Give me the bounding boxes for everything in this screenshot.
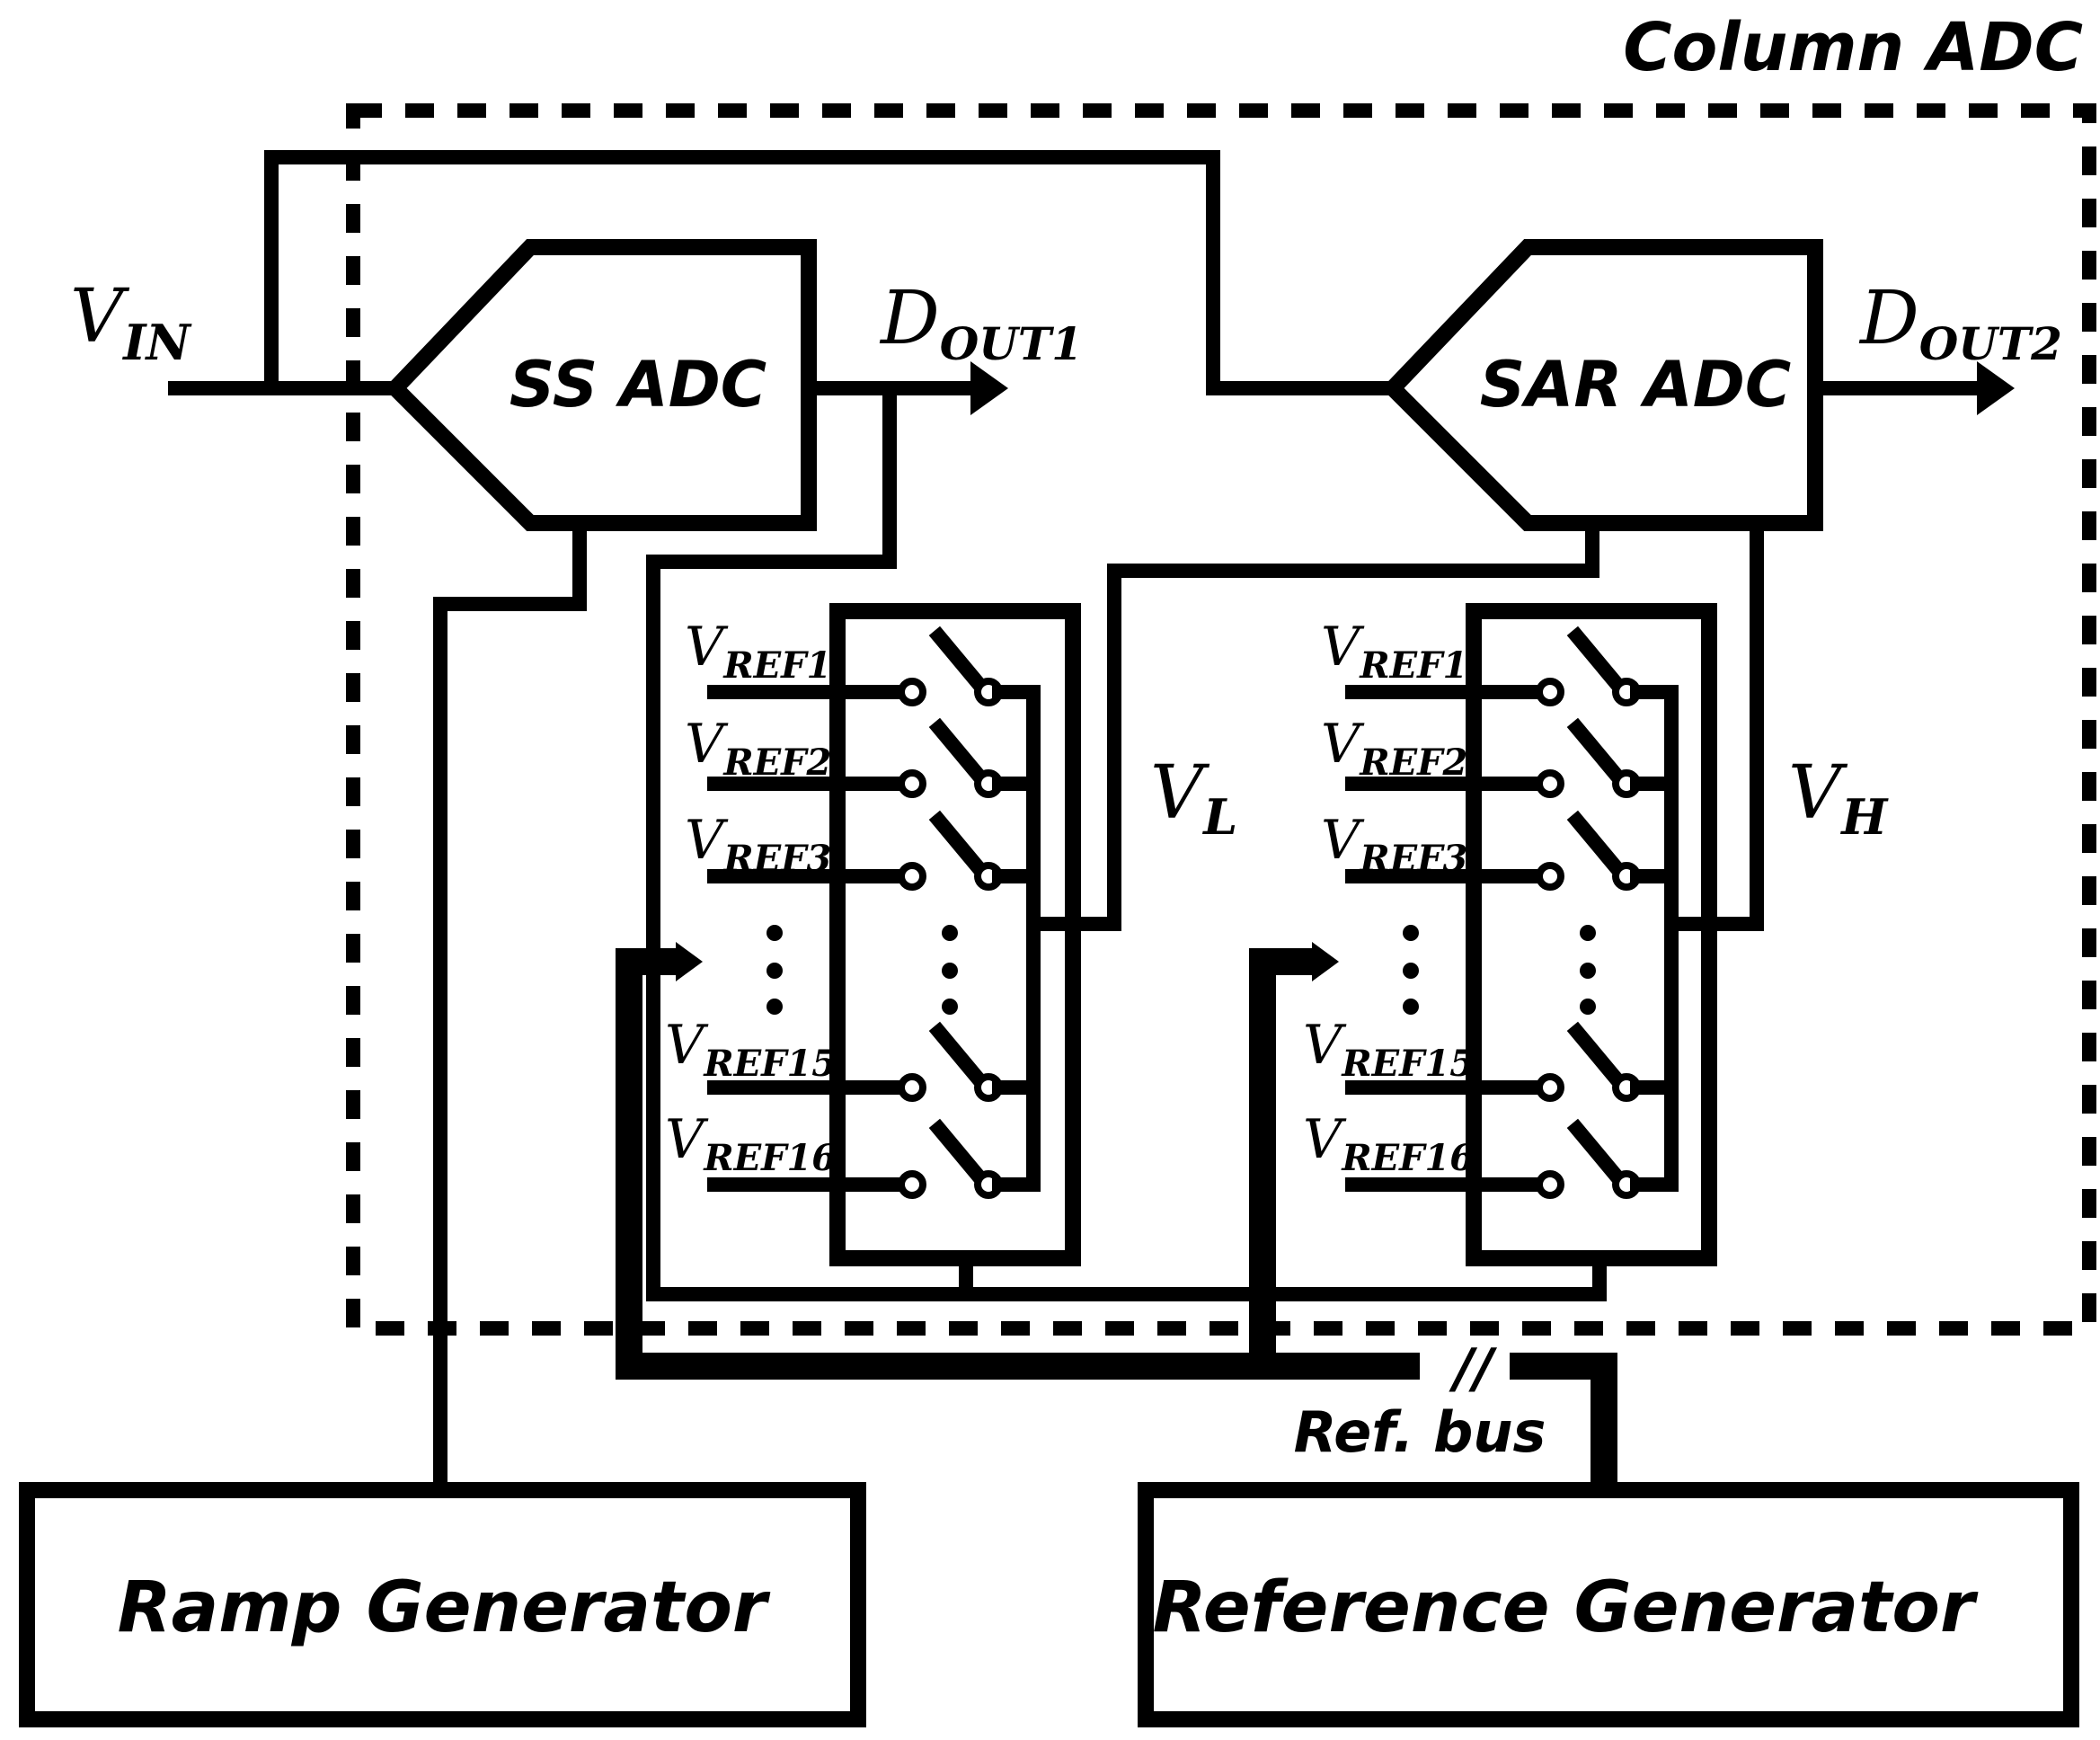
dout1-label: DOUT1 xyxy=(879,276,1083,370)
ref-bus-label: Ref. bus xyxy=(1294,1399,1546,1465)
right-mux-box xyxy=(1466,603,1717,1266)
ref-bus-arrowhead-right xyxy=(1312,942,1339,981)
right-vref2-label: VREF2 xyxy=(1321,713,1467,784)
ref-bus-arrowhead-left xyxy=(676,942,703,981)
ref-bus-branch xyxy=(1249,948,1312,1366)
ref-bus-slash: // xyxy=(1449,1337,1498,1400)
vl-label: VL xyxy=(1150,750,1237,846)
left-mux-switch-row xyxy=(707,626,1041,706)
reference-generator-block xyxy=(1138,1482,2079,1727)
left-vref2-label: VREF2 xyxy=(685,713,831,784)
ref-bus-line xyxy=(616,948,1420,1380)
right-vref3-label: VREF3 xyxy=(1321,809,1467,880)
right-mux-switch-row xyxy=(1345,626,1679,706)
vl-wire xyxy=(1026,516,1599,931)
left-vref3-label: VREF3 xyxy=(685,809,831,880)
right-ref-labels: VREF1 VREF2 VREF3 VREF15 VREF16 xyxy=(1303,616,1475,1179)
reference-generator-label: Reference Generator xyxy=(1153,1567,1979,1648)
right-mux-switch-row xyxy=(1345,1118,1679,1199)
left-mux-switch-row xyxy=(707,810,1041,891)
left-mux-switch-row xyxy=(707,717,1041,798)
left-ref-labels: VREF1 VREF2 VREF3 VREF15 VREF16 xyxy=(665,616,837,1179)
right-mux xyxy=(1345,603,1717,1266)
right-vref15-label: VREF15 xyxy=(1303,1014,1475,1085)
sar-adc-label: SAR ADC xyxy=(1480,348,1792,422)
left-vref1-label: VREF1 xyxy=(685,616,831,687)
column-adc-title: Column ADC xyxy=(1623,9,2083,86)
right-vref1-label: VREF1 xyxy=(1321,616,1467,687)
right-mux-switch-row xyxy=(1345,1021,1679,1102)
left-vref16-label: VREF16 xyxy=(665,1108,837,1179)
left-vref15-label: VREF15 xyxy=(665,1014,837,1085)
ref-bus-to-generator xyxy=(1510,1353,1617,1483)
right-mux-switch-row xyxy=(1345,717,1679,798)
vin-input-wire xyxy=(168,150,1400,395)
vh-label: VH xyxy=(1788,750,1889,846)
dout2-arrowhead xyxy=(1977,361,2015,415)
vin-label: VIN xyxy=(70,274,192,371)
right-mux-switch-row xyxy=(1345,810,1679,891)
ss-adc-label: SS ADC xyxy=(509,348,766,422)
dout1-control-wire xyxy=(646,381,1607,1301)
left-mux xyxy=(707,603,1081,1266)
vh-wire xyxy=(1664,516,1764,931)
dout1-arrowhead xyxy=(970,361,1008,415)
ellipsis-dots xyxy=(766,925,1596,1015)
dout2-label: DOUT2 xyxy=(1858,276,2062,370)
left-mux-switch-row xyxy=(707,1118,1041,1199)
ramp-generator-label: Ramp Generator xyxy=(118,1567,771,1648)
ramp-wire xyxy=(433,516,587,1490)
column-adc-boundary xyxy=(346,103,2096,1336)
left-mux-switch-row xyxy=(707,1021,1041,1102)
right-vref16-label: VREF16 xyxy=(1303,1108,1475,1179)
left-mux-box xyxy=(829,603,1081,1266)
ramp-generator-block xyxy=(19,1482,866,1727)
